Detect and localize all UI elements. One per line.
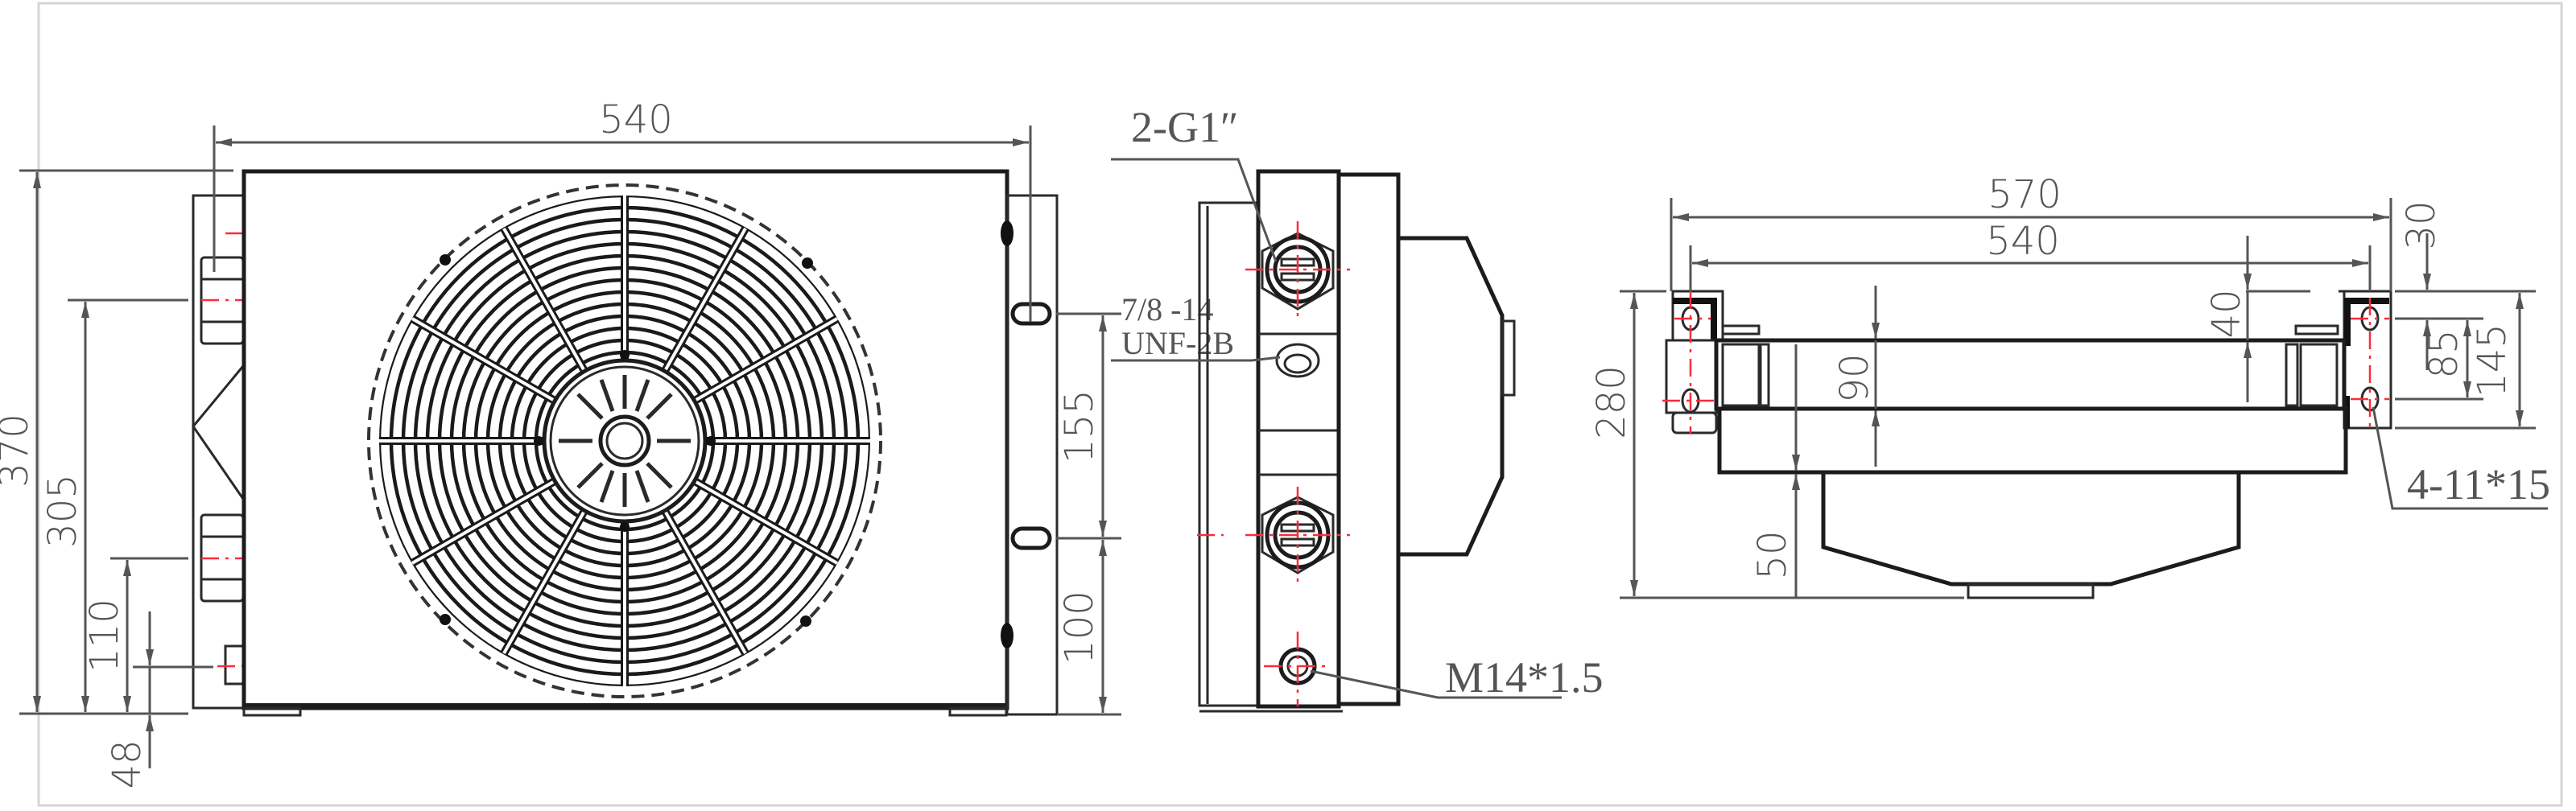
dim-slot-centers: 540 (1986, 219, 2060, 264)
dim-top-width: 570 (1988, 172, 2062, 217)
dim-bracket-length: 145 (2470, 323, 2515, 397)
fan-guard (367, 183, 882, 698)
dim-drain-height: 48 (105, 739, 150, 788)
lower-port[interactable] (1197, 487, 1350, 583)
side-view: 2-G1″ M14*1.5 (1111, 103, 1604, 713)
note-port-thread: 2-G1″ (1131, 103, 1238, 151)
note-drain-thread: M14*1.5 (1445, 653, 1604, 702)
leader-7-8-thread (1111, 356, 1281, 362)
thread-note-line2: UNF-2B (1121, 325, 1234, 361)
side-motor-housing (1398, 236, 1505, 557)
dim-slot-spacing-top: 85 (2421, 329, 2467, 378)
drain-fitting (224, 644, 245, 685)
dim-slot-bottom: 100 (1057, 591, 1102, 665)
top-core (1714, 338, 2347, 411)
dim-bracket-height: 40 (2204, 289, 2249, 338)
side-fan-shroud (1336, 172, 1401, 706)
top-motor-tip (1967, 583, 2095, 599)
thread-port-7-8[interactable] (1275, 343, 1320, 378)
guard-bolt (802, 257, 813, 269)
leader-mount-holes (2372, 406, 2548, 510)
dim-overall-depth: 280 (1589, 365, 1634, 439)
top-view: 570 540 30 85 145 40 (1589, 172, 2550, 599)
thread-note-line1: 7/8 -14 (1121, 291, 1213, 327)
note-mount-holes: 4-11*15 (2407, 460, 2550, 508)
right-mount-bracket (1005, 194, 1059, 716)
dim-bracket-offset: 30 (2399, 200, 2444, 249)
dim-lower-port: 110 (82, 599, 127, 673)
side-motor-tip (1501, 319, 1516, 397)
top-dimensions: 570 540 30 85 145 40 (1589, 172, 2550, 599)
fan-shroud-outline (367, 183, 882, 698)
front-dimensions: 540 370 305 110 48 (0, 97, 1234, 789)
dim-port-spacing: 305 (40, 474, 85, 548)
dim-front-width: 540 (599, 97, 673, 142)
front-view: 540 370 305 110 48 (0, 97, 1234, 789)
leader-m14 (1310, 669, 1562, 699)
guard-spokes (379, 196, 870, 686)
guard-bolt (440, 254, 451, 266)
top-fan-shroud (1717, 406, 2348, 475)
guard-bolt (800, 615, 811, 627)
dim-front-height: 370 (0, 414, 37, 488)
dim-core-depth: 90 (1832, 353, 1877, 402)
leader-2-g1 (1111, 158, 1278, 262)
drain-port[interactable] (1264, 632, 1331, 706)
mount-slot-lower[interactable] (1010, 526, 1052, 550)
dim-motor-protrusion: 50 (1750, 530, 1795, 579)
top-motor-housing (1821, 472, 2241, 587)
guard-bolt (440, 614, 451, 625)
hub-fins (559, 375, 691, 507)
dim-slot-spacing: 155 (1057, 389, 1102, 463)
upper-port[interactable] (1245, 221, 1350, 318)
